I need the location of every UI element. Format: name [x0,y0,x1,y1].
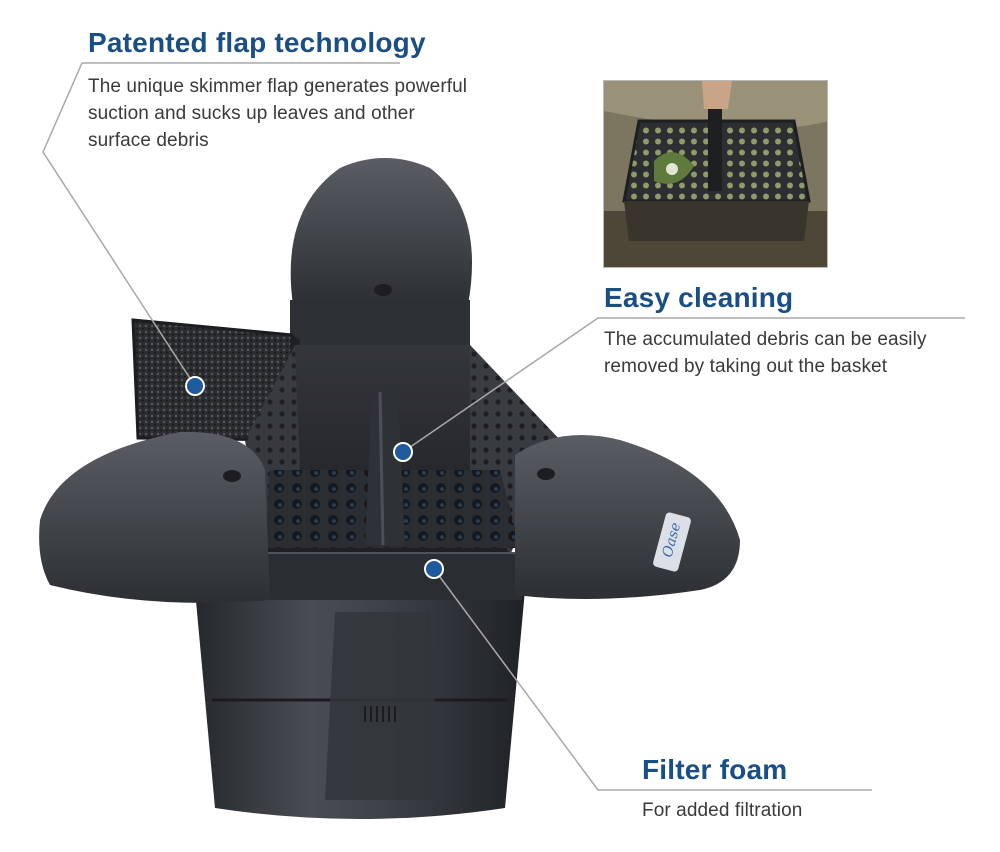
brand-logo [653,512,691,572]
feature-desc-cleaning: The accumulated debris can be easily rem… [604,329,927,377]
marker-flap [185,376,205,396]
basket-cleaning-photo [603,80,828,268]
feature-title-flap: Patented flap technology [88,27,426,58]
marker-foam [424,559,444,579]
feature-desc-foam: For added filtration [642,800,803,821]
leader-line-flap [42,62,400,387]
marker-cleaning [393,442,413,462]
leader-line-foam [433,568,872,791]
basket-cleaning-illustration [604,81,827,267]
feature-desc-flap: The unique skimmer flap generates powerf… [88,76,468,151]
leader-line-cleaning [402,317,965,453]
feature-title-cleaning: Easy cleaning [604,282,794,313]
feature-title-foam: Filter foam [642,754,788,785]
